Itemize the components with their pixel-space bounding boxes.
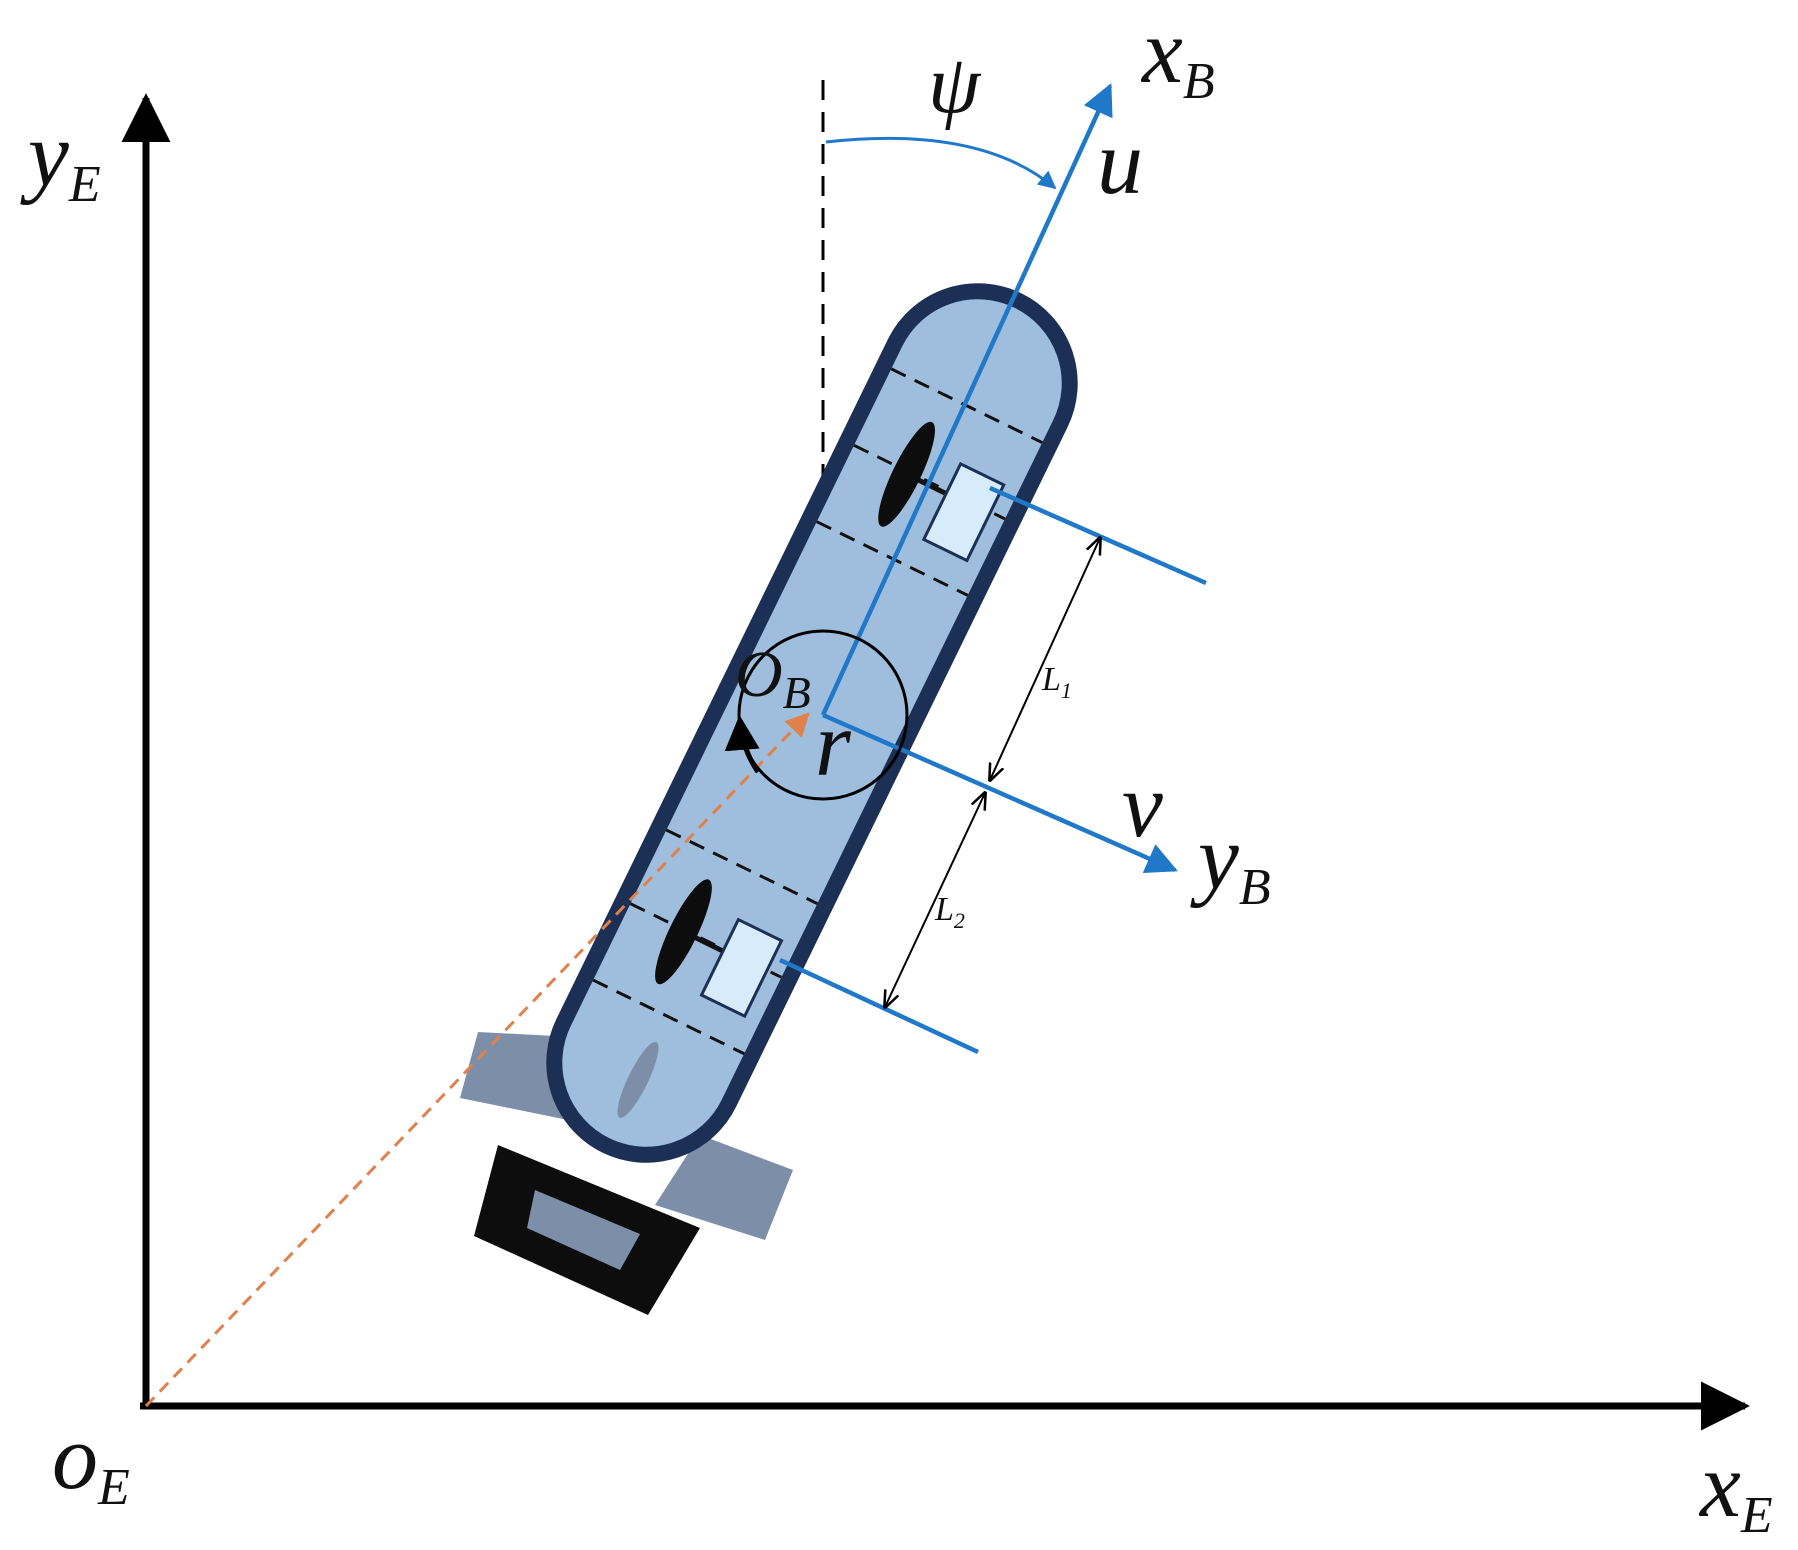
body-x-axis-label: xB bbox=[1140, 0, 1215, 110]
heading-angle-label: ψ bbox=[928, 38, 982, 131]
dimension-l2 bbox=[885, 793, 985, 1007]
earth-origin-label: oE bbox=[52, 1406, 130, 1516]
propeller-icon bbox=[655, 879, 712, 985]
dimension-l2-label: L2 bbox=[934, 891, 965, 933]
rear-thruster bbox=[655, 879, 784, 1019]
motor-box-icon bbox=[699, 917, 784, 1019]
rudder-fin-left bbox=[460, 1032, 568, 1120]
body-y-axis bbox=[822, 712, 1178, 873]
front-thruster-arm bbox=[989, 485, 1207, 586]
earth-x-axis-label: xE bbox=[1698, 1434, 1773, 1544]
yaw-rate-arrow bbox=[724, 715, 761, 774]
yaw-rate-label: r bbox=[815, 693, 852, 795]
earth-y-axis-label: yE bbox=[20, 103, 101, 213]
rudder-fin-right bbox=[655, 1135, 793, 1240]
front-thruster bbox=[878, 421, 1006, 563]
dimension-l1-label: L1 bbox=[1041, 661, 1072, 703]
body-origin-label: OB bbox=[735, 638, 811, 718]
surge-velocity-label: u bbox=[1097, 111, 1143, 213]
dimension-l1 bbox=[990, 538, 1100, 780]
body-x-axis bbox=[820, 83, 1113, 716]
vessel bbox=[460, 283, 1078, 1315]
hull-slit bbox=[617, 1041, 659, 1118]
heading-angle-arc bbox=[825, 136, 1057, 190]
hull bbox=[546, 283, 1078, 1163]
sway-velocity-label: v bbox=[1122, 754, 1163, 856]
propeller-icon bbox=[878, 421, 935, 527]
rear-thruster-arm bbox=[779, 957, 979, 1055]
yaw-rate-circle bbox=[737, 629, 909, 801]
motor-box-icon bbox=[921, 461, 1006, 563]
stern-block-inner bbox=[527, 1190, 640, 1270]
body-y-axis-label: yB bbox=[1190, 806, 1271, 916]
